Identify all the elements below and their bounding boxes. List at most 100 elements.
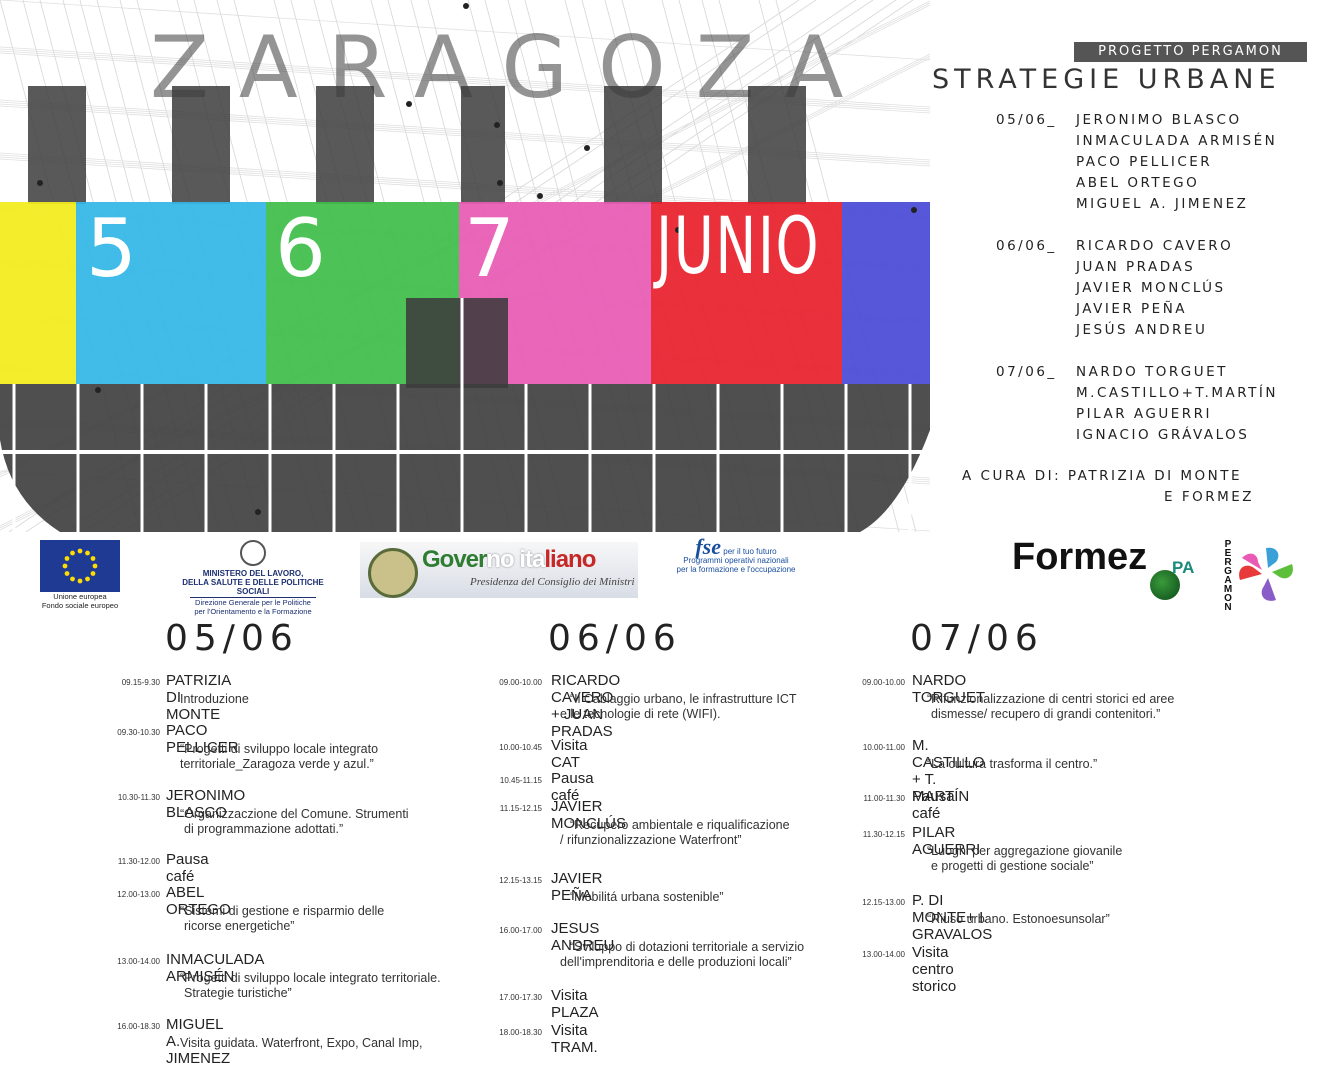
speaker-name: PACO PELLICER bbox=[1076, 154, 1213, 170]
session-title: JAVIER MONCLÚS bbox=[551, 798, 627, 832]
session-description-line: “Luoghi per aggregazione giovanile bbox=[927, 844, 1123, 858]
color-bar bbox=[651, 202, 842, 384]
session-title: P. DI MONTE+ I. GRAVALOS bbox=[912, 892, 993, 943]
formez-logo: Formez bbox=[1012, 536, 1148, 578]
session-title: PILAR AGUERRI bbox=[912, 824, 981, 858]
session-description-line: Introduzione bbox=[180, 692, 249, 706]
session-description: Introduzione bbox=[180, 692, 249, 707]
session-title: NARDO TORGUET bbox=[912, 672, 986, 706]
curators-line-2: E FORMEZ bbox=[1164, 489, 1255, 505]
session-time: 11.30-12.15 bbox=[862, 830, 905, 839]
map-point-marker bbox=[675, 227, 681, 233]
speaker-name: IGNACIO GRÁVALOS bbox=[1076, 427, 1250, 443]
session-description-line: e le tecnologie di rete (WIFI). bbox=[560, 707, 721, 721]
session-description-line: “Progetti di sviluppo locale integrato bbox=[180, 742, 379, 756]
session-description-line: “Rifunzionalizzazione di centri storici … bbox=[927, 692, 1175, 706]
session-description-line: “Recupero ambientale e riqualificazione bbox=[570, 818, 790, 832]
session-time: 16.00-18.30 bbox=[117, 1022, 160, 1031]
session-time: 11.00-11.30 bbox=[863, 794, 905, 803]
speaker-name: ABEL ORTEGO bbox=[1076, 175, 1200, 191]
eu-star-icon bbox=[85, 550, 90, 556]
republic-emblem-icon bbox=[368, 548, 418, 598]
session-description: “Riuso urbano. Estonoesunsolar” bbox=[927, 912, 1110, 927]
eu-star-icon bbox=[85, 576, 90, 582]
speaker-date: 06/06_ bbox=[996, 238, 1057, 254]
gov-word-part: no ita bbox=[486, 546, 545, 573]
pergamon-letter: E bbox=[1224, 548, 1232, 559]
session-description-line: / rifunzionalizzazione Waterfront” bbox=[560, 833, 742, 847]
session-description-line: dell'imprenditoria e delle produzioni lo… bbox=[560, 955, 792, 969]
pergamon-letter: N bbox=[1224, 602, 1232, 613]
session-time: 09.00-10.00 bbox=[499, 678, 542, 687]
eu-caption-line: Fondo sociale europeo bbox=[41, 601, 119, 610]
speaker-name: JAVIER MONCLÚS bbox=[1076, 280, 1226, 296]
speaker-name: M.CASTILLO+T.MARTÍN bbox=[1076, 385, 1278, 401]
project-label: PROGETTO PERGAMON bbox=[1074, 42, 1307, 62]
session-description-line: ricorse energetiche” bbox=[184, 919, 295, 933]
session-description-line: “La cultura trasforma il centro.” bbox=[927, 757, 1098, 771]
session-time: 17.00-17.30 bbox=[499, 993, 542, 1002]
eu-star-icon bbox=[77, 548, 83, 554]
session-description-line: Visita guidata. Waterfront, Expo, Canal … bbox=[180, 1036, 423, 1050]
gov-word-part: liano bbox=[544, 546, 596, 573]
session-description: “Mobilitá urbana sostenible” bbox=[570, 890, 724, 905]
session-title: INMACULADA ARMISÉN bbox=[166, 951, 264, 985]
speaker-name: MIGUEL A. JIMENEZ bbox=[1076, 196, 1249, 212]
city-block-column bbox=[406, 298, 508, 388]
session-title: ABEL ORTEGO bbox=[166, 884, 231, 918]
speaker-date: 07/06_ bbox=[996, 364, 1057, 380]
session-description-line: territoriale_Zaragoza verde y azul.” bbox=[180, 757, 374, 771]
session-description-line: e progetti di gestione sociale” bbox=[931, 859, 1094, 873]
map-point-marker bbox=[406, 101, 412, 107]
day-6: 6 bbox=[275, 202, 326, 295]
city-block-column bbox=[748, 86, 806, 204]
map-point-marker bbox=[537, 193, 543, 199]
fse-line: per la formazione e l'occupazione bbox=[676, 565, 796, 574]
city-block-column bbox=[172, 86, 230, 204]
session-title: Visita PLAZA bbox=[551, 987, 599, 1021]
session-time: 11.15-12.15 bbox=[499, 804, 542, 813]
eu-star-icon bbox=[92, 563, 98, 569]
session-time: 10.45-11.15 bbox=[499, 776, 542, 785]
ministry-line: MINISTERO DEL LAVORO, bbox=[202, 569, 304, 578]
eu-star-icon bbox=[90, 571, 96, 576]
eu-star-icon bbox=[62, 563, 68, 569]
speaker-name: NARDO TORGUET bbox=[1076, 364, 1228, 380]
city-map-graphic bbox=[0, 0, 930, 532]
session-time: 16.00-17.00 bbox=[499, 926, 542, 935]
speaker-name: RICARDO CAVERO bbox=[1076, 238, 1234, 254]
session-title: JERONIMO BLASCO bbox=[166, 787, 246, 821]
republic-emblem-icon bbox=[240, 540, 266, 566]
session-description: Visita guidata. Waterfront, Expo, Canal … bbox=[180, 1036, 422, 1051]
session-title: Pausa café bbox=[551, 770, 594, 804]
session-title: Pausa café bbox=[166, 851, 209, 885]
eu-caption-line: Unione europea bbox=[53, 592, 107, 601]
color-bar bbox=[76, 202, 266, 384]
speaker-group: 07/06_ NARDO TORGUET M.CASTILLO+T.MARTÍN… bbox=[960, 362, 1320, 446]
session-time: 12.00-13.00 bbox=[117, 890, 160, 899]
session-description: “Il Cablaggio urbano, le infrastrutture … bbox=[560, 692, 797, 722]
day-7: 7 bbox=[464, 202, 515, 295]
ministry-line: per l'Orientamento e la Formazione bbox=[194, 607, 312, 616]
session-description-line: “Organizzaczione del Comune. Strumenti bbox=[180, 807, 409, 821]
curators-line-1: A CURA DI: PATRIZIA DI MONTE bbox=[962, 468, 1243, 484]
session-time: 09.30-10.30 bbox=[117, 728, 160, 737]
session-time: 11.30-12.00 bbox=[117, 857, 160, 866]
poster-graphic: ZARAGOZA 5 6 7 JUNIO bbox=[0, 0, 930, 532]
session-title: JESUS ANDREU bbox=[551, 920, 615, 954]
ministry-line: Direzione Generale per le Politiche bbox=[195, 598, 311, 607]
session-description-line: “Sistemi di gestione e risparmio delle bbox=[180, 904, 385, 918]
speaker-group: 06/06_ RICARDO CAVERO JUAN PRADAS JAVIER… bbox=[960, 236, 1320, 341]
subtitle: STRATEGIE URBANE bbox=[932, 64, 1281, 95]
map-point-marker bbox=[584, 145, 590, 151]
fse-logo: fse per il tuo futuro Programmi operativ… bbox=[676, 536, 796, 575]
eu-star-icon bbox=[90, 556, 96, 561]
pergamon-letter: A bbox=[1224, 575, 1232, 586]
session-title: PATRIZIA DI MONTE bbox=[166, 672, 231, 723]
speaker-group: 05/06_ JERONIMO BLASCO INMACULADA ARMISÉ… bbox=[960, 110, 1320, 215]
day-5: 5 bbox=[86, 202, 137, 295]
session-description-line: “Sviluppo di dotazioni territoriale a se… bbox=[570, 940, 805, 954]
speaker-name: JERONIMO BLASCO bbox=[1076, 112, 1242, 128]
session-description-line: “Il Cablaggio urbano, le infrastrutture … bbox=[570, 692, 797, 706]
speaker-name: INMACULADA ARMISÉN bbox=[1076, 133, 1278, 149]
